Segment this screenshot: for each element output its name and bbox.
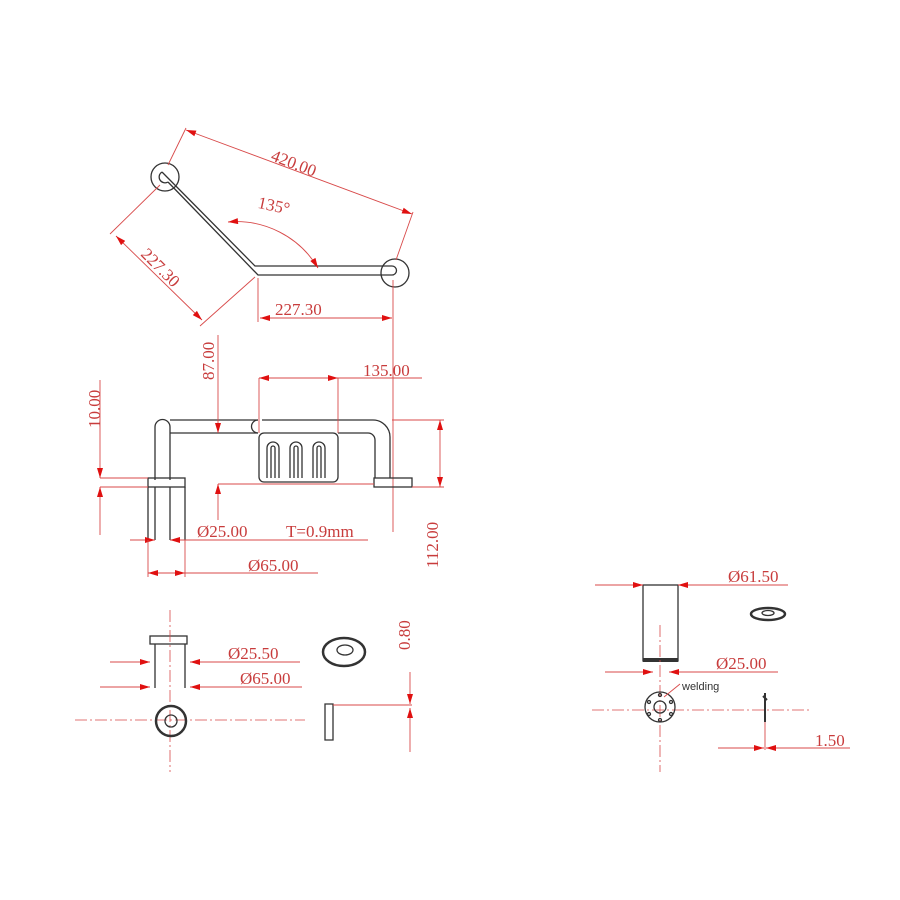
base-detail: Ø61.50 Ø25.00 welding 1.50 <box>592 567 850 772</box>
dim-112-label: 112.00 <box>423 522 442 568</box>
flange-detail: Ø25.50 Ø65.00 0.80 <box>75 610 414 772</box>
flange-top-view <box>154 704 188 738</box>
right-flange <box>373 477 413 488</box>
dim-inner-diameter-label: Ø25.50 <box>228 644 279 663</box>
base-plate-iso <box>749 606 787 622</box>
flange-side-profile <box>324 703 334 741</box>
screw-holes <box>646 692 674 723</box>
dim-420 <box>185 129 413 215</box>
bar-left-section <box>170 419 258 434</box>
dim-227-diagonal-label: 227.30 <box>137 244 183 290</box>
bar-ends <box>158 171 398 276</box>
dim-420-label: 420.00 <box>269 146 319 180</box>
flange-cap <box>149 635 188 645</box>
dim-87-label: 87.00 <box>199 342 218 380</box>
flange-washer-iso <box>321 636 367 668</box>
dim-135-label: 135.00 <box>363 361 410 380</box>
wall-thickness-label: T=0.9mm <box>286 522 354 541</box>
dim-10-label: 10.00 <box>85 390 104 428</box>
left-leg-section <box>147 487 186 540</box>
angle-arc <box>227 218 319 269</box>
basket-slots <box>266 441 326 478</box>
left-mount-circle <box>150 162 180 192</box>
dim-outer-diameter-label: Ø65.00 <box>240 669 291 688</box>
front-view: 87.00 135.00 10.00 112.00 Ø25.00 T=0.9mm… <box>85 335 444 577</box>
base-plate-side-profile <box>762 693 768 722</box>
dim-tube-diameter-label: Ø25.00 <box>197 522 248 541</box>
angle-label: 135° <box>256 193 292 218</box>
dim-base-plate-thickness-label: 1.50 <box>815 731 845 750</box>
dim-227-horizontal-label: 227.30 <box>275 300 322 319</box>
left-flange <box>147 477 186 488</box>
dim-base-outer-diameter-label: Ø61.50 <box>728 567 779 586</box>
left-post <box>154 418 171 480</box>
welding-note: welding <box>681 681 719 693</box>
dim-flange-diameter-label: Ø65.00 <box>248 556 299 575</box>
right-mount-circle <box>380 258 410 288</box>
base-cylinder <box>642 584 679 662</box>
right-bend <box>338 419 391 478</box>
dim-plate-thickness-label: 0.80 <box>395 620 414 650</box>
dim-base-tube-diameter-label: Ø25.00 <box>716 654 767 673</box>
soap-basket <box>258 432 339 483</box>
angled-grab-bar <box>161 171 392 276</box>
